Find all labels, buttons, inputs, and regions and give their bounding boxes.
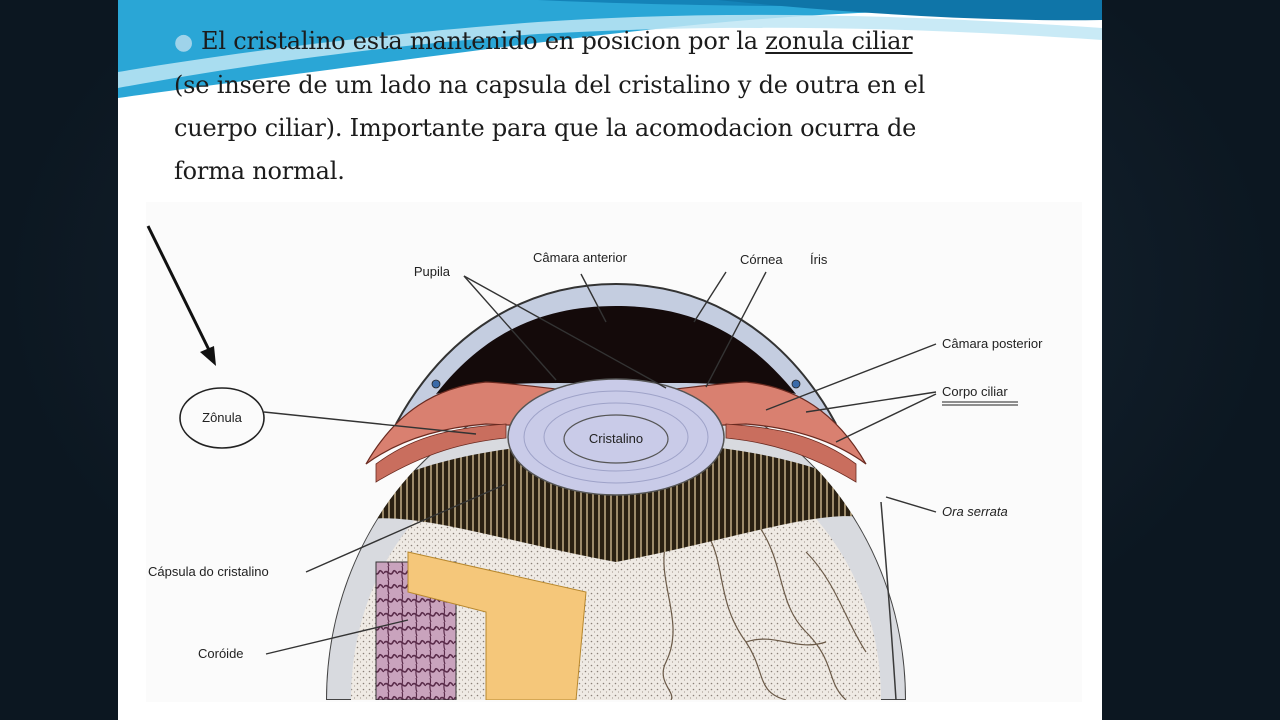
label-pupila: Pupila bbox=[414, 264, 451, 279]
retina-band bbox=[407, 551, 587, 700]
eye-diagram: Cristalino bbox=[146, 202, 1082, 702]
label-capsula: Cápsula do cristalino bbox=[148, 564, 269, 579]
label-zonula: Zônula bbox=[202, 410, 243, 425]
label-camara-anterior: Câmara anterior bbox=[533, 250, 628, 265]
zonule-fibers bbox=[351, 442, 881, 562]
paragraph-line-1: ● El cristalino esta mantenido en posicio… bbox=[174, 20, 1054, 64]
zonula-ciliar-link[interactable]: zonula ciliar bbox=[765, 27, 913, 55]
retinal-vessels bbox=[662, 521, 867, 700]
bullet-paragraph: ● El cristalino esta mantenido en posicio… bbox=[174, 20, 1054, 193]
paragraph-line-2: (se insere de um lado na capsula del cri… bbox=[174, 71, 926, 99]
pointer-arrow bbox=[146, 225, 216, 366]
label-camara-posterior: Câmara posterior bbox=[942, 336, 1043, 351]
label-coroide: Coróide bbox=[198, 646, 244, 661]
paragraph-line-3: cuerpo ciliar). Importante para que la a… bbox=[174, 114, 917, 142]
leader-lines bbox=[263, 271, 937, 655]
anterior-chamber bbox=[436, 306, 796, 394]
lens-nucleus bbox=[563, 414, 669, 464]
label-corpo-ciliar: Corpo ciliar bbox=[942, 384, 1008, 399]
zonula-highlight-circle bbox=[179, 387, 265, 449]
eye-globe bbox=[326, 382, 906, 700]
label-ora-serrata: Ora serrata bbox=[942, 504, 1008, 519]
label-iris: Íris bbox=[810, 252, 828, 267]
slide: ● El cristalino esta mantenido en posicio… bbox=[118, 0, 1102, 720]
label-cornea: Córnea bbox=[740, 252, 783, 267]
lens bbox=[507, 378, 725, 496]
paragraph-line-1-text: El cristalino esta mantenido en posicion… bbox=[201, 27, 766, 55]
bullet-icon: ● bbox=[174, 30, 193, 55]
paragraph-line-4: forma normal. bbox=[174, 157, 345, 185]
eye-anatomy-figure: Cristalino bbox=[146, 202, 1082, 702]
header-swoosh bbox=[118, 0, 1102, 98]
label-cristalino: Cristalino bbox=[589, 431, 643, 446]
